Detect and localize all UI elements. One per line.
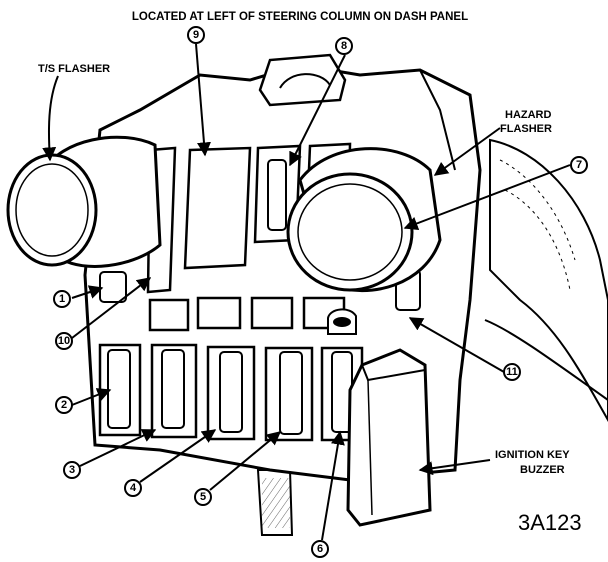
lower-fuse-row [98,343,364,442]
figure-reference: 3A123 [518,510,582,535]
callout-4: 4 [124,479,142,497]
svg-text:10: 10 [58,335,70,347]
callout-5: 5 [194,488,212,506]
callout-2: 2 [55,396,73,414]
svg-text:6: 6 [317,543,323,555]
leader-lines [42,43,571,541]
page-title: LOCATED AT LEFT OF STEERING COLUMN ON DA… [132,11,468,23]
svg-text:2: 2 [61,399,67,411]
svg-text:1: 1 [59,293,65,305]
svg-text:4: 4 [130,482,137,494]
svg-text:8: 8 [341,40,347,52]
hazard-flasher [286,147,442,293]
callout-1: 1 [53,290,71,308]
callout-10: 10 [55,332,73,350]
callout-6: 6 [311,540,329,558]
wiring-harness [489,138,608,423]
callout-11: 11 [503,363,521,381]
callout-3: 3 [63,461,81,479]
hazard-flasher-label-line2: FLASHER [500,123,552,135]
ignition-key-buzzer-label-line2: BUZZER [520,464,565,476]
svg-text:7: 7 [576,159,582,171]
ignition-key-buzzer-label-line1: IGNITION KEY [495,449,570,461]
svg-text:9: 9 [193,29,199,41]
ts-flasher-label: T/S FLASHER [38,63,110,75]
svg-text:11: 11 [506,366,518,378]
callout-8: 8 [335,37,353,55]
callout-9: 9 [187,26,205,44]
svg-text:5: 5 [200,491,206,503]
hazard-flasher-label-line1: HAZARD [505,109,551,121]
svg-text:3: 3 [69,464,75,476]
callout-7: 7 [570,156,588,174]
ts-flasher [6,135,162,268]
